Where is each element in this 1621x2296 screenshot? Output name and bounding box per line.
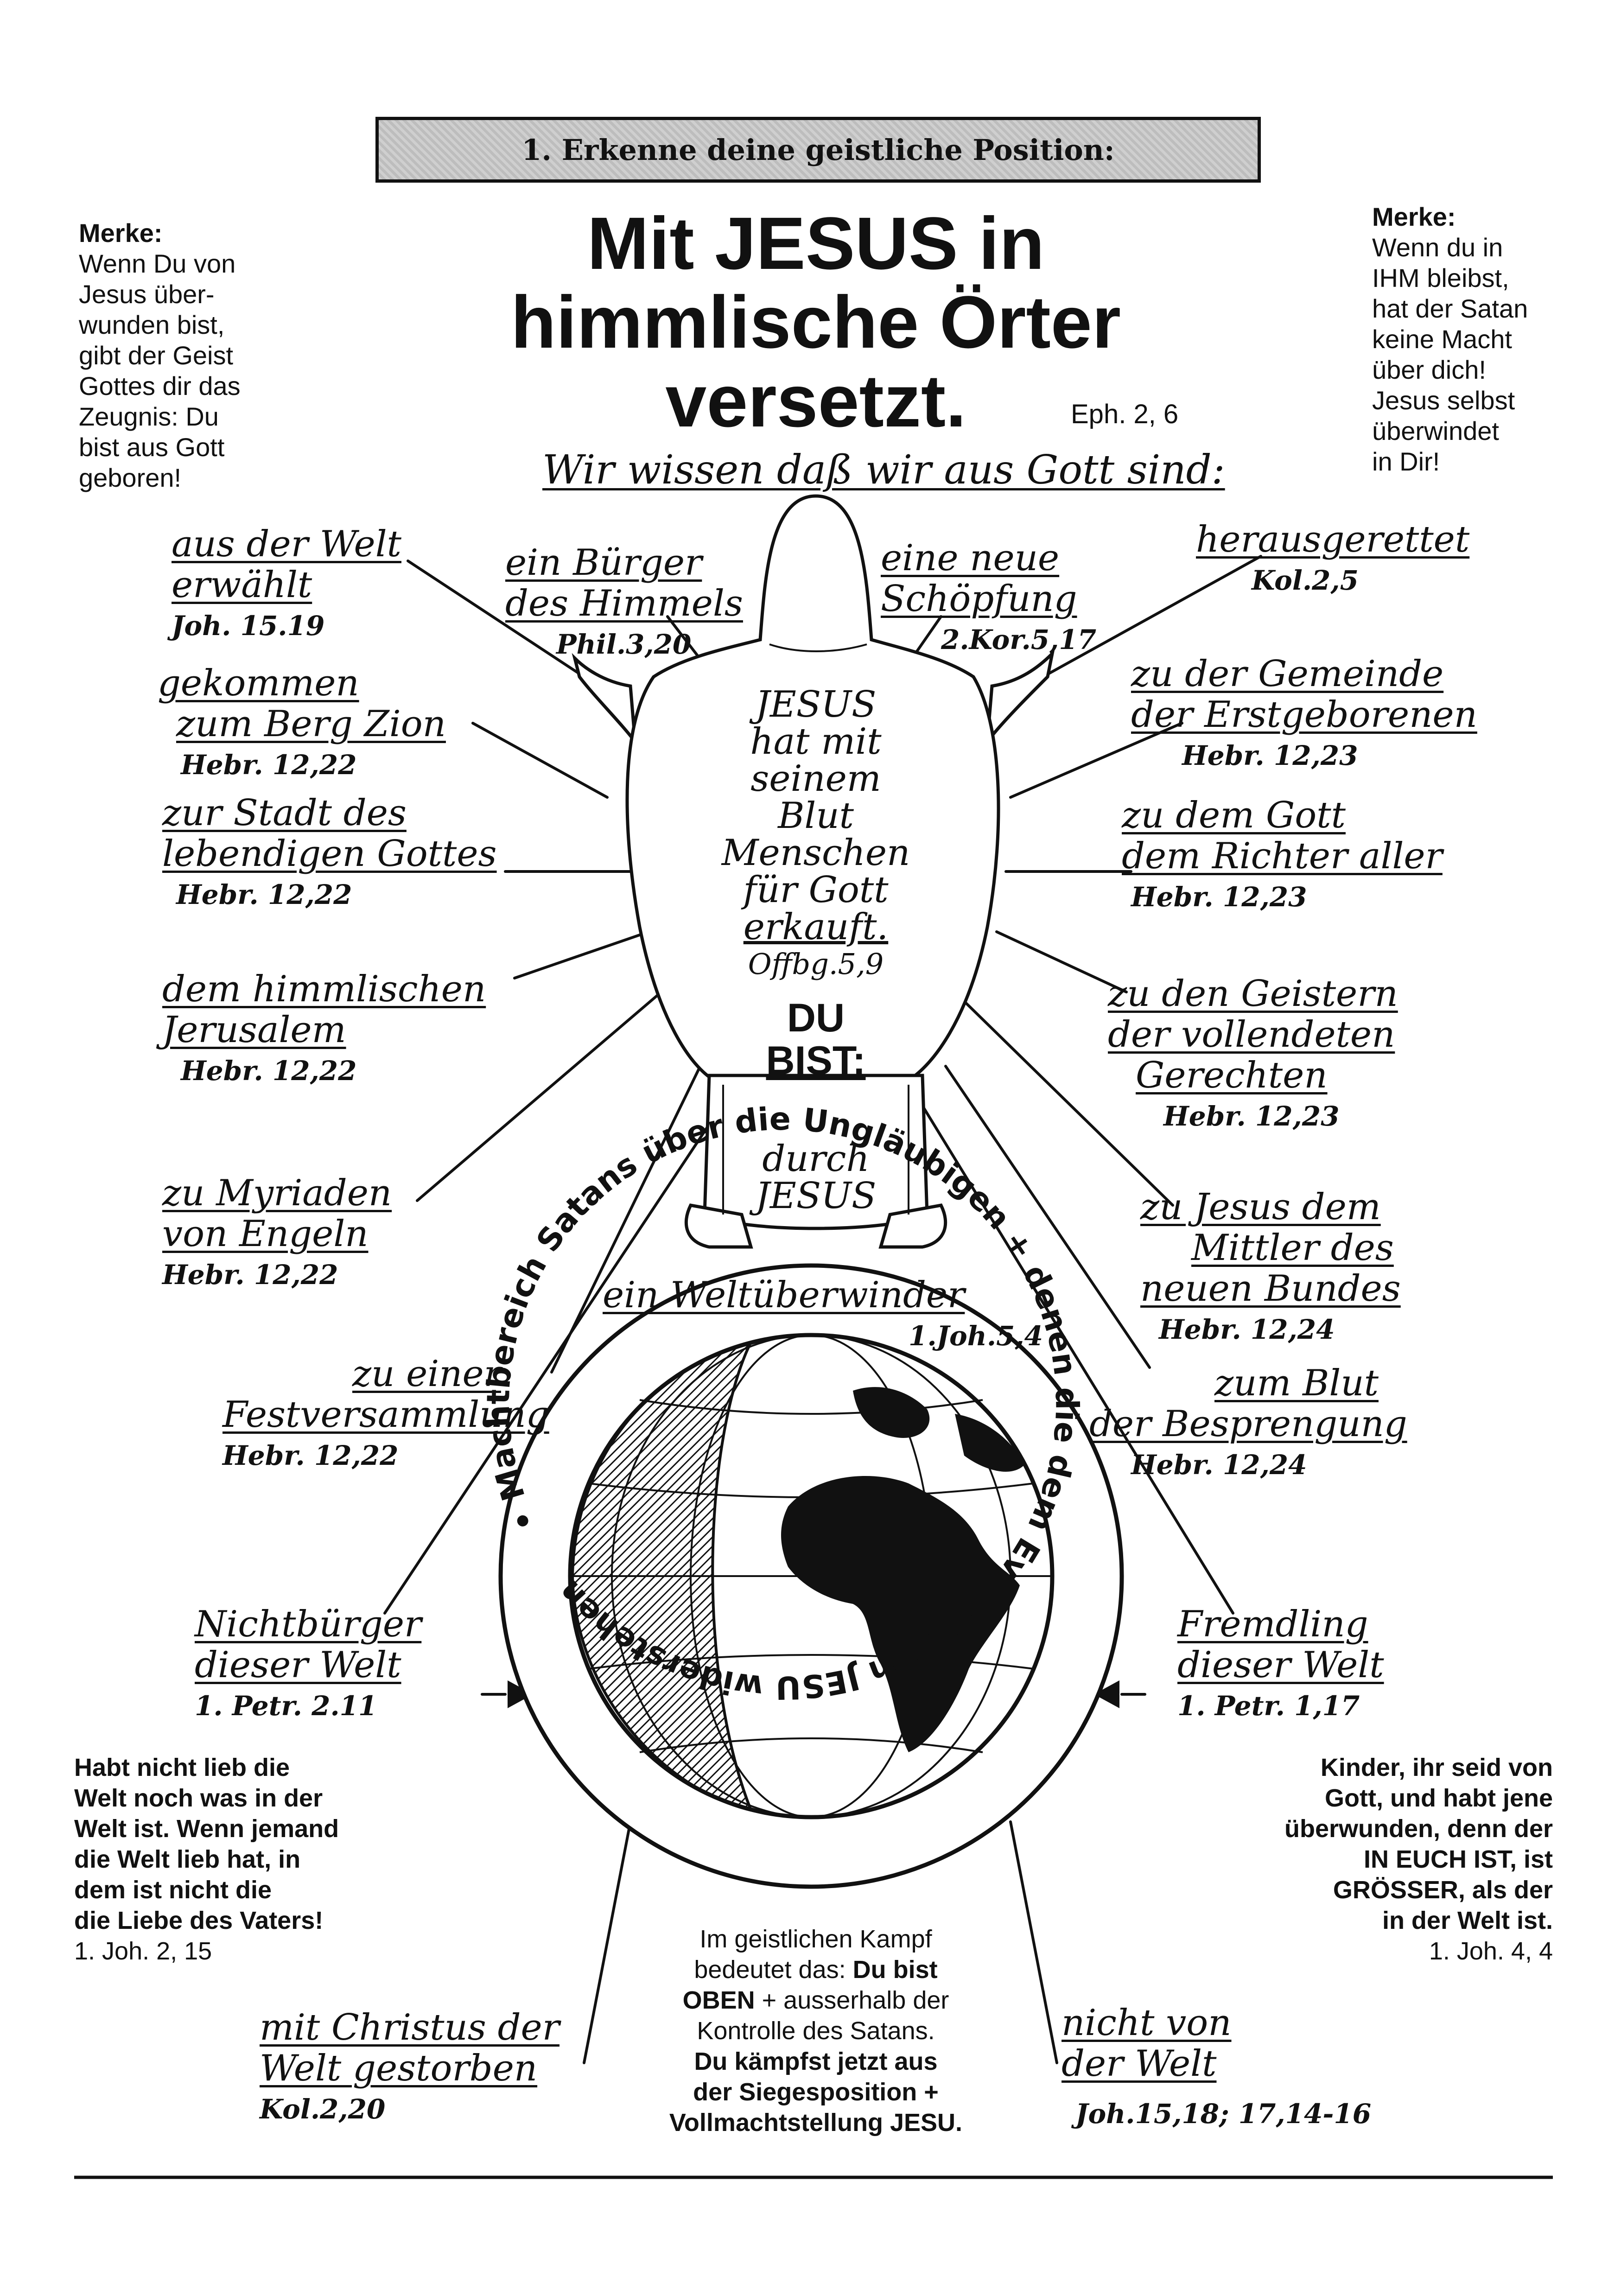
merke-left: Merke: Wenn Du von Jesus über- wunden bi… <box>79 218 320 493</box>
label-jerusalem: dem himmlischen Jerusalem Hebr. 12,22 <box>162 968 486 1087</box>
merke-right-label: Merke: <box>1372 202 1456 231</box>
label-aus-der-welt: aus der Welt erwählt Joh. 15.19 <box>172 523 401 642</box>
label-myriaden: zu Myriaden von Engeln Hebr. 12,22 <box>162 1172 392 1291</box>
left-quote: Habt nicht lieb die Welt noch was in der… <box>74 1754 339 1965</box>
merke-right: Merke: Wenn du in IHM bleibst, hat der S… <box>1372 202 1585 477</box>
section-header: 1. Erkenne deine geistliche Position: <box>375 117 1261 183</box>
line-nichtbuerger <box>383 1074 743 1615</box>
label-nicht-von: nicht von der Welt Joh.15,18; 17,14-16 <box>1062 2002 1372 2130</box>
label-festversammlung: zu einer Festversammlung Hebr. 12,22 <box>222 1353 549 1471</box>
arrow-right <box>1094 1680 1119 1708</box>
title-line-1: Mit JESUS in <box>587 202 1045 285</box>
line-mittler <box>963 1000 1174 1207</box>
line-gestorben <box>583 1820 632 2064</box>
merke-right-line: Wenn du in <box>1372 233 1503 262</box>
durch-jesus: durch JESUS <box>755 1138 877 1217</box>
merke-right-line: über dich! <box>1372 355 1486 384</box>
line-berg-zion <box>471 722 609 799</box>
merke-right-line: überwindet <box>1372 416 1499 445</box>
merke-left-line: Wenn Du von <box>79 249 236 278</box>
center-note: Im geistlichen Kampf bedeutet das: Du bi… <box>669 1925 963 2137</box>
africa-shape <box>781 1476 1020 1752</box>
label-buerger: ein Bürger des Himmels Phil.3,20 <box>505 542 743 660</box>
title-line-2: himmlische Örter <box>510 280 1121 363</box>
merke-left-label: Merke: <box>79 218 163 248</box>
globe: • Machtbereich Satans über die Ungläubig… <box>480 1101 1124 1889</box>
label-mittler: zu Jesus dem Mittler des neuen Bundes He… <box>1140 1186 1401 1345</box>
merke-right-line: Jesus selbst <box>1372 386 1515 415</box>
section-title: 1. Erkenne deine geistliche Position: <box>521 133 1115 167</box>
title-ref: Eph. 2, 6 <box>1071 399 1179 429</box>
merke-left-line: Zeugnis: Du <box>79 402 219 431</box>
merke-left-line: bist aus Gott <box>79 432 225 462</box>
label-blut: zum Blut der Besprengung Hebr. 12,24 <box>1089 1362 1407 1481</box>
label-herausgerettet: herausgerettet Kol.2,5 <box>1196 519 1470 596</box>
arrow-left <box>508 1680 533 1708</box>
label-gemeinde: zu der Gemeinde der Erstgeborenen Hebr. … <box>1131 653 1477 771</box>
line-jerusalem <box>513 930 650 979</box>
label-richter: zu dem Gott dem Richter aller Hebr. 12,2… <box>1122 795 1443 913</box>
subtitle: Wir wissen daß wir aus Gott sind: <box>542 447 1225 493</box>
label-geister: zu den Geistern der vollendeten Gerechte… <box>1108 973 1398 1132</box>
label-weltueberwinder: ein Weltüberwinder 1.Joh.5,4 <box>603 1274 1043 1352</box>
label-schoepfung: eine neue Schöpfung 2.Kor.5,17 <box>881 537 1097 655</box>
merke-left-line: gibt der Geist <box>79 341 234 370</box>
line-festversammlung <box>550 1046 711 1374</box>
merke-left-line: geboren! <box>79 463 182 492</box>
merke-left-line: Gottes dir das <box>79 371 241 401</box>
merke-right-line: in Dir! <box>1372 447 1440 476</box>
line-blut <box>944 1065 1151 1369</box>
line-nicht-von <box>1009 1820 1058 2064</box>
merke-left-line: wunden bist, <box>79 310 225 339</box>
merke-right-line: hat der Satan <box>1372 294 1528 323</box>
label-stadt: zur Stadt des lebendigen Gottes Hebr. 12… <box>162 792 497 910</box>
label-fremdling: Fremdling dieser Welt 1. Petr. 1,17 <box>1177 1603 1384 1722</box>
line-myriaden <box>416 981 674 1202</box>
du-bist: DU BIST: <box>766 996 866 1083</box>
jesus-figure <box>572 494 1055 1249</box>
label-berg-zion: gekommen zum Berg Zion Hebr. 12,22 <box>158 662 446 781</box>
line-geister <box>995 930 1128 993</box>
line-fremdling <box>903 1074 1234 1615</box>
label-nichtbuerger: Nichtbürger dieser Welt 1. Petr. 2.11 <box>195 1603 422 1722</box>
label-gestorben: mit Christus der Welt gestorben Kol.2,20 <box>260 2007 560 2125</box>
merke-right-line: IHM bleibst, <box>1372 263 1509 293</box>
jesus-body-text: JESUS hat mit seinem Blut Menschen für G… <box>721 684 910 981</box>
merke-right-line: keine Macht <box>1372 324 1512 354</box>
page-title: Mit JESUS in himmlische Örter versetzt. <box>445 204 1187 440</box>
line-aus-der-welt <box>407 560 585 678</box>
line-herausgerettet <box>1042 555 1262 678</box>
title-line-3: versetzt. <box>665 359 966 442</box>
right-quote: Kinder, ihr seid von Gott, und habt jene… <box>1284 1754 1553 1965</box>
merke-left-line: Jesus über- <box>79 280 215 309</box>
line-gemeinde <box>1009 722 1183 799</box>
